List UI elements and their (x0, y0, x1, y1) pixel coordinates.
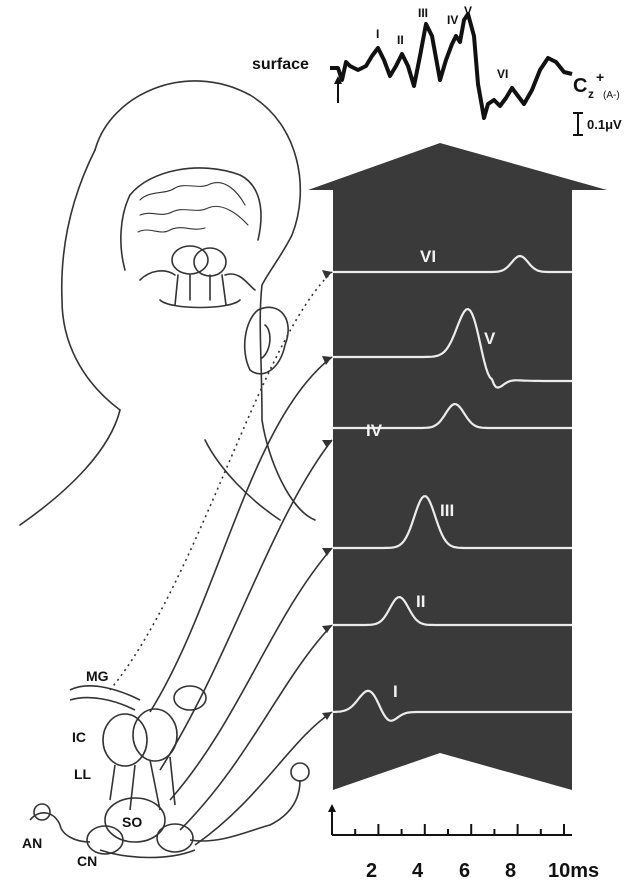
scale-bar-label: 0.1μV (587, 117, 622, 132)
scale-bar (573, 113, 583, 135)
brain-gyri-1 (140, 183, 245, 205)
tick-label-2: 2 (366, 860, 377, 882)
surface-label: surface (252, 56, 309, 73)
tick-label-6: 6 (459, 860, 470, 882)
label-MG: MG (86, 668, 109, 684)
surface-peak-V: V (464, 4, 472, 18)
surface-peak-II: II (397, 33, 404, 47)
time-axis-ticks (355, 824, 564, 835)
electrode-label: C (573, 75, 587, 97)
tick-label-10ms: 10ms (548, 860, 599, 882)
brainstem-tracts (175, 275, 226, 305)
tick-label-8: 8 (505, 860, 516, 882)
neck-left-outline (20, 410, 120, 525)
surface-peak-I: I (376, 27, 379, 41)
head-illustration (20, 81, 315, 525)
head-auditory-nerve-left (140, 271, 175, 280)
auditory-nerve-right (190, 780, 300, 841)
cochlear-nucleus-right (157, 824, 193, 852)
cochlea-left (34, 804, 50, 820)
electrode-reference: (A-) (603, 90, 620, 101)
label-IC: IC (72, 729, 86, 745)
arrowhead-II (322, 625, 332, 633)
ic-left (103, 714, 147, 766)
label-LL: LL (74, 766, 92, 782)
electrode-subscript: z (588, 87, 594, 101)
surface-trace-group: surface I II III IV V VI C z + (A-) 0.1μ… (252, 4, 622, 135)
cochlea-right (291, 763, 309, 781)
brain-gyri-2 (140, 206, 248, 225)
projection-SO-III (170, 548, 332, 800)
projection-AN-I (195, 712, 332, 845)
surface-waveform (330, 14, 572, 118)
cochlear-nucleus-left (87, 826, 123, 854)
trace-label-V: V (484, 329, 496, 348)
brain-gyri-3 (138, 228, 205, 232)
label-AN: AN (22, 835, 42, 851)
trace-label-VI: VI (420, 247, 436, 266)
axis-stimulus-arrowhead (328, 804, 336, 812)
ear-inner (262, 325, 270, 358)
head-back-outline (95, 81, 315, 520)
surface-peak-IV: IV (447, 13, 458, 27)
label-SO: SO (122, 814, 142, 830)
head-left-outline (62, 150, 120, 410)
trace-label-I: I (393, 682, 398, 701)
time-axis: 2 4 6 8 10ms (328, 804, 599, 882)
projection-MG-VI (110, 272, 332, 690)
projection-LL-IV (160, 440, 332, 770)
head-auditory-nerve-right (225, 274, 255, 290)
arrowhead-VI (322, 270, 332, 279)
trace-label-II: II (416, 592, 425, 611)
arrowhead-IV (322, 440, 332, 448)
trace-label-III: III (440, 501, 454, 520)
trace-label-IV: IV (366, 421, 383, 440)
projection-CN-II (180, 625, 332, 830)
arrowhead-III (322, 548, 332, 556)
surface-peak-VI: VI (497, 67, 508, 81)
trace-panel (308, 143, 607, 790)
mg-fibers (70, 686, 140, 710)
ear (245, 307, 288, 373)
electrode-superscript: + (596, 69, 604, 85)
brainstem-nucleus-right (194, 248, 226, 276)
label-CN: CN (77, 853, 97, 869)
skull-cut-left (121, 195, 130, 270)
surface-peak-III: III (418, 6, 428, 20)
tick-label-4: 4 (412, 860, 424, 882)
brainstem-base (160, 300, 240, 308)
